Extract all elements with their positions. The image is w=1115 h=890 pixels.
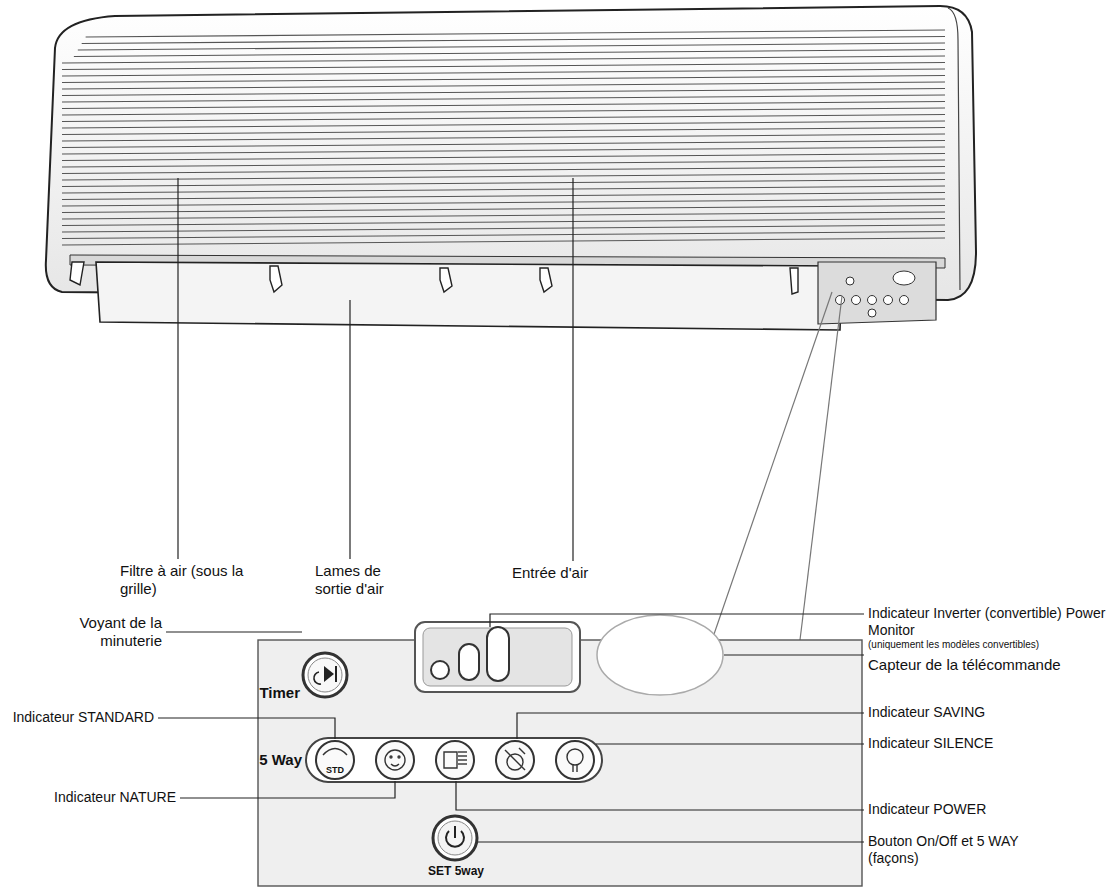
grille-slat bbox=[62, 154, 945, 161]
monitor-level-1 bbox=[431, 661, 449, 679]
grille-slat bbox=[78, 43, 945, 50]
callout-label: Indicateur NATURE bbox=[30, 789, 176, 806]
grille-slat bbox=[86, 30, 945, 37]
grille-slat bbox=[62, 219, 945, 226]
callout-label: Indicateur SAVING bbox=[868, 704, 1068, 721]
grille-slat bbox=[62, 193, 945, 200]
mode-indicator bbox=[316, 741, 354, 779]
grille-slat bbox=[74, 50, 945, 57]
grille-slat bbox=[62, 76, 945, 83]
mode-icon bbox=[385, 750, 405, 770]
grille-slat bbox=[62, 186, 945, 193]
icon-caption: STD bbox=[316, 765, 354, 776]
grille-slat bbox=[62, 147, 945, 154]
mode-icon bbox=[505, 748, 525, 770]
grille-slat bbox=[62, 134, 945, 141]
button-caption: Timer bbox=[246, 684, 300, 702]
power-button-inner bbox=[438, 821, 472, 855]
part-label: Filtre à air (sous la grille) bbox=[120, 562, 250, 598]
grille-slat bbox=[62, 115, 945, 122]
grille-slat bbox=[62, 180, 945, 187]
mode-indicator bbox=[436, 741, 474, 779]
grille-slat bbox=[62, 199, 945, 206]
grille-slat bbox=[62, 128, 945, 135]
grille-slat bbox=[62, 212, 945, 219]
grille-slat bbox=[82, 37, 945, 44]
timer-icon-arc bbox=[314, 672, 321, 684]
part-label: Entrée d'air bbox=[512, 564, 652, 582]
unit-housing bbox=[46, 6, 976, 300]
grille-slat bbox=[62, 238, 945, 245]
timer-icon bbox=[324, 666, 337, 682]
five-way-buttons bbox=[316, 741, 594, 779]
grille-slat bbox=[62, 89, 945, 96]
callout-note: (uniquement les modèles convertibles) bbox=[868, 639, 1108, 651]
grille-slat bbox=[62, 167, 945, 174]
timer-button bbox=[303, 653, 347, 697]
grille-slat bbox=[62, 82, 945, 89]
mode-indicator bbox=[556, 741, 594, 779]
callout-label: Indicateur STANDARD bbox=[2, 709, 154, 726]
grille-slat bbox=[62, 160, 945, 167]
power-monitor-inner bbox=[423, 628, 572, 686]
callout-label: Indicateur SILENCE bbox=[868, 735, 1068, 752]
callout-label: Indicateur POWER bbox=[868, 801, 1068, 818]
callout-label: Voyant de la minuterie bbox=[58, 614, 162, 650]
panel-leader-lines bbox=[158, 614, 864, 842]
power-icon-bar bbox=[454, 826, 456, 838]
grille-slat bbox=[62, 102, 945, 109]
outlet-louver bbox=[96, 262, 842, 330]
callout-label: Indicateur Inverter (convertible) Power … bbox=[868, 605, 1108, 639]
callout-label: Bouton On/Off et 5 WAY (façons) bbox=[868, 833, 1058, 867]
monitor-level-3 bbox=[487, 627, 509, 681]
front-grille bbox=[62, 30, 945, 245]
five-way-bar bbox=[306, 738, 602, 782]
button-caption: 5 Way bbox=[250, 751, 302, 769]
grille-slat bbox=[62, 95, 945, 102]
grille-slat bbox=[62, 69, 945, 76]
mode-icon bbox=[323, 749, 347, 756]
power-monitor-frame bbox=[415, 622, 580, 692]
grille-slat bbox=[62, 108, 945, 115]
housing-edge bbox=[948, 8, 960, 290]
grille-slat bbox=[62, 173, 945, 180]
remote-sensor bbox=[597, 615, 723, 695]
mode-icon bbox=[567, 749, 583, 772]
zoom-callout-lines bbox=[712, 292, 842, 640]
control-area-buttons bbox=[836, 271, 916, 317]
control-area bbox=[818, 262, 936, 324]
grille-slat bbox=[62, 141, 945, 148]
mode-indicator bbox=[496, 741, 534, 779]
power-button bbox=[433, 816, 477, 860]
button-caption: SET 5way bbox=[420, 864, 492, 878]
mode-indicator bbox=[376, 741, 414, 779]
grille-slat bbox=[62, 225, 945, 232]
timer-button-inner bbox=[308, 658, 342, 692]
louver-blades bbox=[70, 262, 798, 294]
grille-slat bbox=[62, 232, 945, 239]
monitor-level-2 bbox=[459, 644, 479, 680]
part-label: Lames de sortie d'air bbox=[315, 562, 410, 598]
grille-slat bbox=[62, 63, 945, 70]
leader-lines bbox=[178, 178, 573, 561]
mode-icon bbox=[444, 752, 467, 768]
callout-label: Capteur de la télécommande bbox=[868, 656, 1108, 674]
grille-slat bbox=[62, 121, 945, 128]
grille-slat bbox=[62, 56, 945, 63]
grille-slat bbox=[62, 206, 945, 213]
